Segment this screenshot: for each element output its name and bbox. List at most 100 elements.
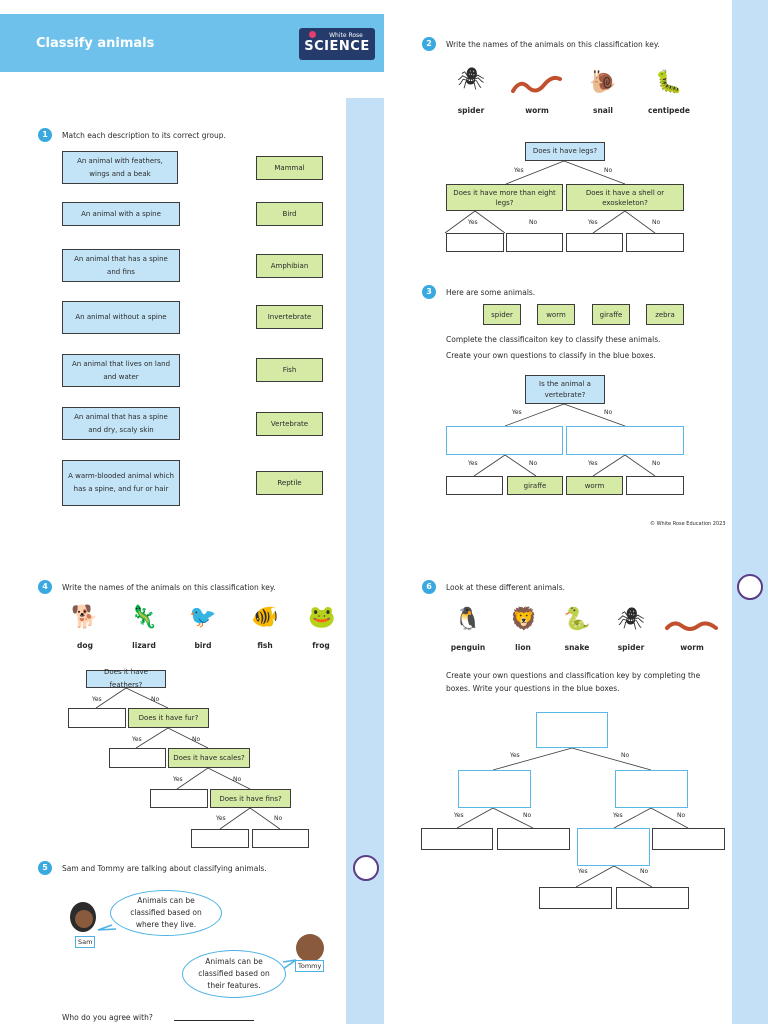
sam-speech-bubble: Animals can be classified based on where…	[110, 890, 222, 936]
q6-instruction-1: Create your own questions and classifica…	[446, 671, 701, 680]
question-number-1: 1	[38, 128, 52, 142]
group-box-bird[interactable]: Bird	[256, 202, 323, 226]
q4-answer-box-lizard[interactable]	[150, 789, 208, 808]
question-number-2: 2	[422, 37, 436, 51]
q3-question-box-left[interactable]	[446, 426, 563, 455]
q4-feathers-yes: Yes	[92, 696, 102, 703]
q3-left-no: No	[529, 460, 538, 467]
q3-animal-zebra: zebra	[646, 304, 684, 325]
q6-answer-box-4[interactable]	[539, 887, 612, 909]
logo-small-text: White Rose	[329, 32, 363, 39]
animal-label-worm: worm	[525, 106, 549, 115]
cloud-icon	[353, 855, 379, 881]
animal-label-snake: snake	[564, 643, 590, 652]
description-box-7: A warm-blooded animal which has a spine,…	[62, 460, 180, 506]
animal-label-bird: bird	[194, 641, 212, 650]
q3-leaf-worm: worm	[566, 476, 623, 495]
page-title: Classify animals	[36, 36, 155, 51]
description-box-2: An animal with a spine	[62, 202, 180, 226]
q2-prompt: Write the names of the animals on this c…	[446, 40, 660, 49]
q3-animal-worm: worm	[537, 304, 575, 325]
description-box-5: An animal that lives on land and water	[62, 354, 180, 387]
spider-icon: 🕷	[457, 67, 485, 92]
q5-question: Who do you agree with?	[62, 1013, 153, 1022]
lizard-icon: 🦎	[130, 605, 158, 630]
q4-answer-box-dog[interactable]	[109, 748, 166, 768]
worm-icon-q6	[664, 614, 720, 638]
q2-left-no: No	[529, 219, 538, 226]
q4-feathers-no: No	[151, 696, 160, 703]
group-box-fish[interactable]: Fish	[256, 358, 323, 382]
logo-big-text: SCIENCE	[304, 39, 370, 54]
q4-answer-box-bird[interactable]	[68, 708, 126, 728]
q2-no-label: No	[604, 167, 613, 174]
q2-answer-box-2[interactable]	[506, 233, 563, 252]
q6-left-question-box[interactable]	[458, 770, 531, 808]
q4-fur-no: No	[192, 736, 201, 743]
q4-scales-no: No	[233, 776, 242, 783]
q6-left-yes: Yes	[454, 812, 464, 819]
q5-answer-line[interactable]	[174, 1020, 254, 1021]
q4-scales-yes: Yes	[173, 776, 183, 783]
q2-yes-label: Yes	[514, 167, 524, 174]
q3-animal-giraffe: giraffe	[592, 304, 630, 325]
animal-label-spider: spider	[457, 106, 485, 115]
group-box-invertebrate[interactable]: Invertebrate	[256, 305, 323, 329]
group-box-amphibian[interactable]: Amphibian	[256, 254, 323, 278]
bird-icon: 🐦	[189, 605, 217, 630]
q3-answer-box-4[interactable]	[626, 476, 684, 495]
q4-answer-box-frog[interactable]	[252, 829, 309, 848]
description-box-4: An animal without a spine	[62, 301, 180, 334]
q4-feathers-question: Does it have feathers?	[86, 668, 166, 689]
group-box-mammal[interactable]: Mammal	[256, 156, 323, 180]
q6-answer-box-5[interactable]	[616, 887, 689, 909]
q6-answer-box-2[interactable]	[497, 828, 570, 850]
q3-question-box-right[interactable]	[566, 426, 684, 455]
q6-left-no: No	[523, 812, 532, 819]
q2-left-question: Does it have more than eight legs?	[446, 184, 563, 211]
centipede-icon: 🐛	[655, 70, 683, 95]
q2-answer-box-4[interactable]	[626, 233, 684, 252]
q6-answer-box-1[interactable]	[421, 828, 493, 850]
question-number-3: 3	[422, 285, 436, 299]
q3-answer-box-1[interactable]	[446, 476, 503, 495]
lion-icon: 🦁	[510, 607, 538, 632]
q3-instruction-1: Complete the classificaiton key to class…	[446, 335, 661, 344]
q2-root-question: Does it have legs?	[525, 142, 605, 161]
worm-icon	[510, 70, 564, 100]
q6-prompt: Look at these different animals.	[446, 583, 566, 592]
tommy-name-tag: Tommy	[295, 960, 325, 972]
cloud-icon-right	[737, 574, 763, 600]
q6-root-question-box[interactable]	[536, 712, 608, 748]
sam-name-tag: Sam	[75, 936, 96, 948]
q3-no-label: No	[604, 409, 613, 416]
animal-label-dog: dog	[77, 641, 93, 650]
group-box-vertebrate[interactable]: Vertebrate	[256, 412, 323, 436]
q5-prompt: Sam and Tommy are talking about classify…	[62, 864, 267, 873]
q4-answer-box-fish[interactable]	[191, 829, 249, 848]
animal-label-snail: snail	[592, 106, 613, 115]
question-number-5: 5	[38, 861, 52, 875]
q6-right-no: No	[677, 812, 686, 819]
q4-fur-question: Does it have fur?	[128, 708, 209, 728]
snail-icon: 🐌	[589, 70, 617, 95]
q4-fins-question: Does it have fins?	[210, 789, 291, 808]
page-side-bar-right	[732, 0, 768, 1024]
q2-right-question: Does it have a shell or exoskeleton?	[566, 184, 684, 211]
tommy-avatar	[296, 934, 324, 962]
q6-third-no: No	[640, 868, 649, 875]
q2-answer-box-3[interactable]	[566, 233, 623, 252]
q6-right-question-box[interactable]	[615, 770, 688, 808]
q6-root-no: No	[621, 752, 630, 759]
q2-answer-box-1[interactable]	[446, 233, 504, 252]
description-box-1: An animal with feathers, wings and a bea…	[62, 151, 178, 184]
q3-yes-label: Yes	[512, 409, 522, 416]
copyright: © White Rose Education 2023	[650, 521, 726, 527]
fish-icon: 🐠	[251, 605, 279, 630]
q6-answer-box-3[interactable]	[652, 828, 725, 850]
q6-third-question-box[interactable]	[577, 828, 650, 866]
q6-third-yes: Yes	[578, 868, 588, 875]
animal-label-lizard: lizard	[132, 641, 156, 650]
group-box-reptile[interactable]: Reptile	[256, 471, 323, 495]
q4-fins-yes: Yes	[216, 815, 226, 822]
